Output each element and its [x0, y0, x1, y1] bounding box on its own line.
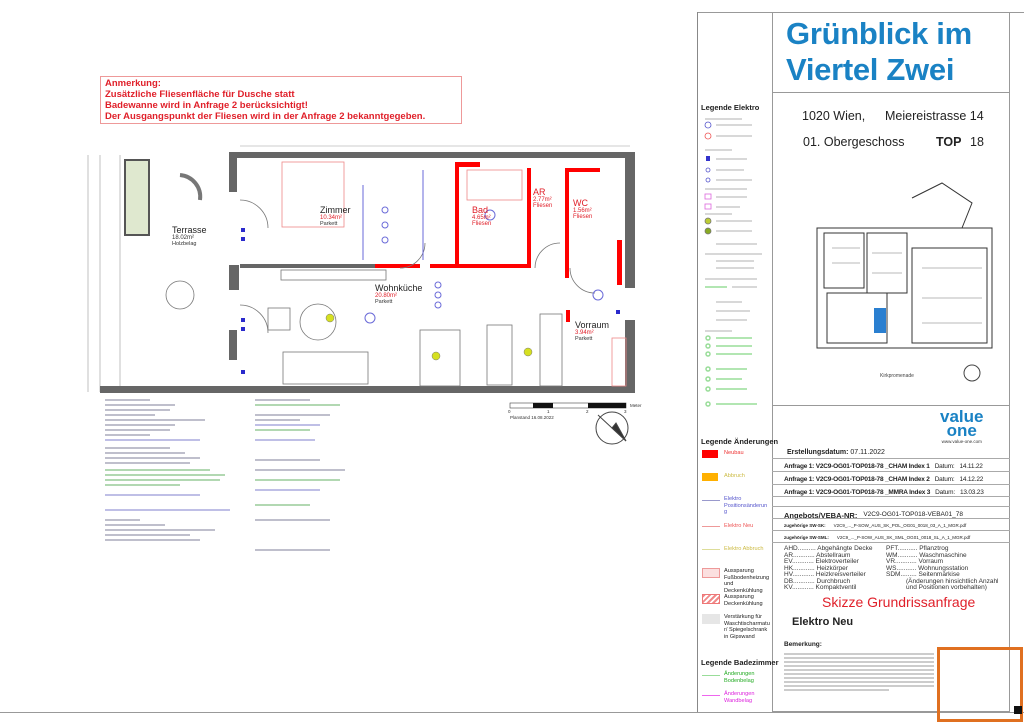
street: Meiereistrasse 14 — [885, 109, 984, 123]
remark-note: Anmerkung: Zusätzliche Fliesenfläche für… — [100, 76, 462, 124]
north-arrow — [595, 411, 629, 445]
dining-table — [419, 329, 461, 387]
wall-bottom — [100, 386, 635, 393]
request-row: Anfrage 1: V2C9-OG01-TOP018-78 _CHAM Ind… — [772, 471, 1010, 484]
frame-divider — [697, 12, 698, 712]
legend-changes-title: Legende Änderungen — [701, 437, 779, 446]
request-row: Anfrage 1: V2C9-OG01-TOP018-78 _CHAM Ind… — [772, 458, 1010, 471]
wall-interior — [240, 264, 375, 268]
city: 1020 Wien, — [802, 109, 866, 123]
remark-text — [784, 651, 934, 693]
site-plan-label: Kirkpromenade — [880, 373, 914, 379]
remark-label: Bemerkung: — [784, 641, 822, 648]
top-label: TOP — [936, 135, 962, 149]
wall-top — [235, 152, 635, 158]
legend-bath-title: Legende Badezimmer — [701, 658, 779, 667]
legend-elektro-symbols — [704, 118, 762, 407]
request-row: Anfrage 1: V2C9-OG01-TOP018-78 _MMRA Ind… — [772, 484, 1010, 496]
sofa — [282, 351, 369, 385]
notes-block — [105, 399, 345, 551]
title-block — [772, 12, 1010, 712]
planter — [124, 159, 150, 236]
terrace-table — [165, 280, 195, 310]
top-number: 18 — [970, 135, 984, 149]
file-sw-sk: zugehörige SW-SK:V2C9_..._P-SOW_AUS_SK_P… — [772, 518, 1010, 530]
floor-level: 01. Obergeschoss — [803, 135, 905, 149]
sketch-title: Skizze Grundrissanfrage — [822, 594, 976, 610]
file-sw-sml: zugehörige SW-SML:V2C9_..._P-SOW_AUS_SK_… — [772, 530, 1010, 543]
scale-bar — [509, 402, 627, 409]
frame-bottom — [0, 712, 1024, 713]
coffee-table — [299, 303, 337, 341]
legend-elektro-title: Legende Elektro — [701, 103, 760, 112]
offer-number: Angebots/VEBA-NR:V2C9-OG01-TOP018-VEBA01… — [772, 506, 1010, 520]
unit-highlight — [874, 308, 886, 333]
wall-left — [229, 152, 237, 192]
resize-handle[interactable] — [1014, 706, 1022, 714]
selection-box[interactable] — [937, 647, 1023, 722]
wall-right — [625, 152, 635, 288]
section-title: Elektro Neu — [792, 616, 854, 628]
bed — [281, 161, 345, 228]
site-plan — [816, 182, 993, 382]
floor-plan — [87, 145, 635, 551]
created-date: Erstellungsdatum: 07.11.2022 — [787, 449, 885, 456]
